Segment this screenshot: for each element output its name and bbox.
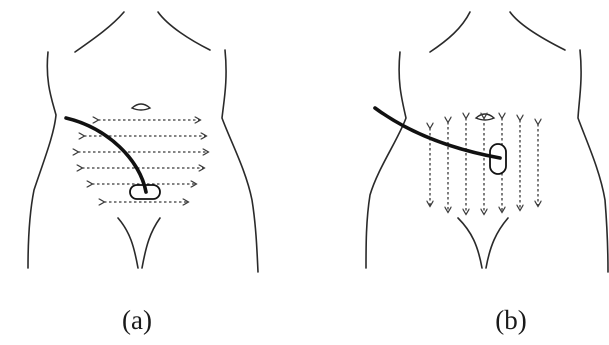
panel-b-groin — [458, 218, 508, 268]
panel-b-right-side — [578, 50, 608, 272]
panel-a-torso-outline — [28, 12, 258, 272]
panel-b-left-shoulder — [430, 12, 470, 52]
panel-a-left-shoulder — [75, 12, 124, 52]
panel-b-left-side — [366, 52, 406, 268]
panel-b-vertical-arrows — [430, 118, 538, 214]
panel-b-torso-vertical — [366, 12, 608, 272]
panel-a-right-side — [222, 50, 258, 272]
panel-b-label: (b) — [471, 305, 551, 335]
panel-a-catheter — [66, 118, 146, 192]
panel-a-navel — [132, 104, 150, 110]
panel-b-right-shoulder — [510, 12, 565, 50]
panel-b-navel — [476, 114, 494, 120]
panel-a-label: (a) — [97, 305, 177, 335]
panel-a-right-shoulder — [158, 12, 210, 50]
panel-a-torso-horizontal — [28, 12, 258, 272]
panel-a-left-side — [28, 52, 56, 268]
panel-b-torso-outline — [366, 12, 608, 272]
panel-b-catheter — [375, 108, 500, 158]
panel-a-groin — [118, 218, 160, 268]
